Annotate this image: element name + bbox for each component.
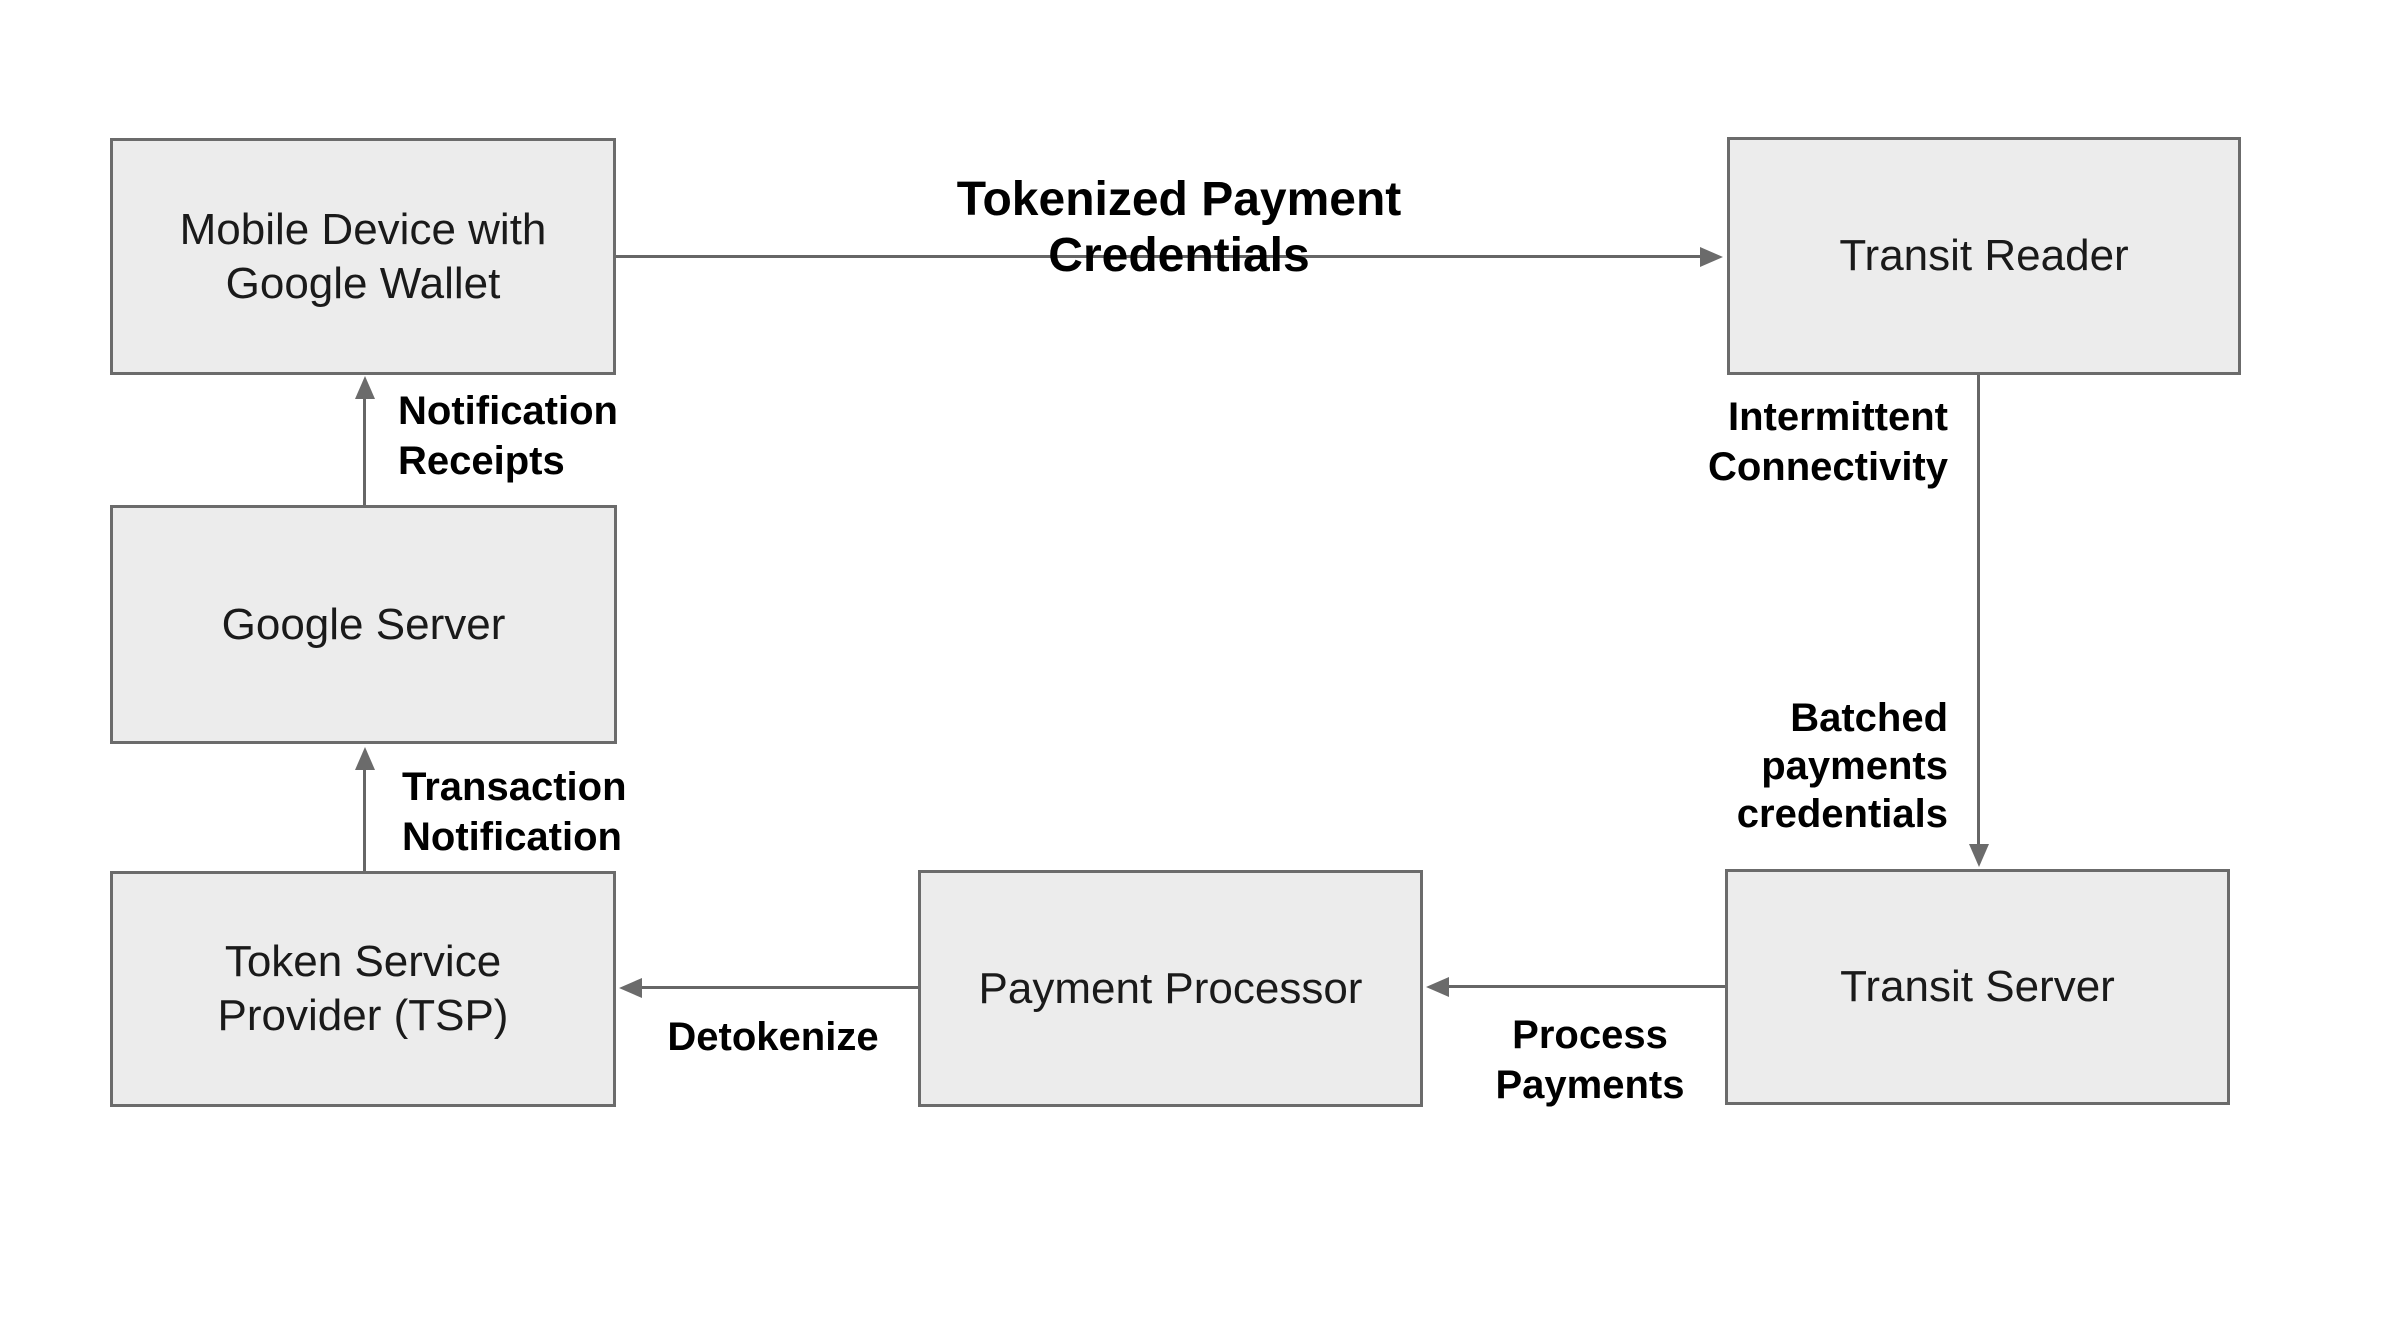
node-google-server-label: Google Server xyxy=(221,599,506,649)
arrow-tokenized-payment-credentials-line xyxy=(616,255,1703,258)
arrow-process-payments-head-icon xyxy=(1426,977,1449,997)
edge-label-detokenize: Detokenize xyxy=(667,1015,879,1059)
arrow-transaction-notification-line xyxy=(363,766,366,871)
edge-label-notification-receipts: Notification Receipts xyxy=(398,389,618,483)
arrow-detokenize-head-icon xyxy=(619,978,642,998)
node-transit-server: Transit Server xyxy=(1725,869,2230,1105)
node-mobile-device: Mobile Device with Google Wallet xyxy=(110,138,616,375)
arrow-batched-payments-line xyxy=(1977,375,1980,846)
node-transit-reader-label: Transit Reader xyxy=(1839,231,2129,280)
arrow-process-payments-line xyxy=(1448,985,1725,988)
edge-label-transaction-notification: Transaction Notification xyxy=(402,765,627,859)
node-google-server: Google Server xyxy=(110,505,617,744)
arrow-tokenized-payment-credentials-head-icon xyxy=(1700,247,1723,267)
node-transit-server-label: Transit Server xyxy=(1840,962,2115,1011)
arrow-detokenize-line xyxy=(641,986,918,989)
node-token-service-provider-label: Token Service Provider (TSP) xyxy=(217,937,509,1040)
edge-label-tokenized-payment-credentials: Tokenized Payment Credentials xyxy=(956,173,1402,282)
node-payment-processor-label: Payment Processor xyxy=(978,963,1363,1013)
arrow-notification-receipts-line xyxy=(363,394,366,505)
edge-label-intermittent-connectivity: Intermittent Connectivity xyxy=(1707,395,1948,489)
node-transit-reader: Transit Reader xyxy=(1727,137,2241,375)
edge-label-batched-payments-credentials: Batched payments credentials xyxy=(1736,696,1948,836)
node-token-service-provider: Token Service Provider (TSP) xyxy=(110,871,616,1107)
arrow-transaction-notification-head-icon xyxy=(355,747,375,770)
node-payment-processor: Payment Processor xyxy=(918,870,1423,1107)
arrow-notification-receipts-head-icon xyxy=(355,376,375,399)
node-mobile-device-label: Mobile Device with Google Wallet xyxy=(179,204,547,308)
edge-label-process-payments: Process Payments xyxy=(1495,1013,1685,1107)
arrow-batched-payments-head-icon xyxy=(1969,844,1989,867)
